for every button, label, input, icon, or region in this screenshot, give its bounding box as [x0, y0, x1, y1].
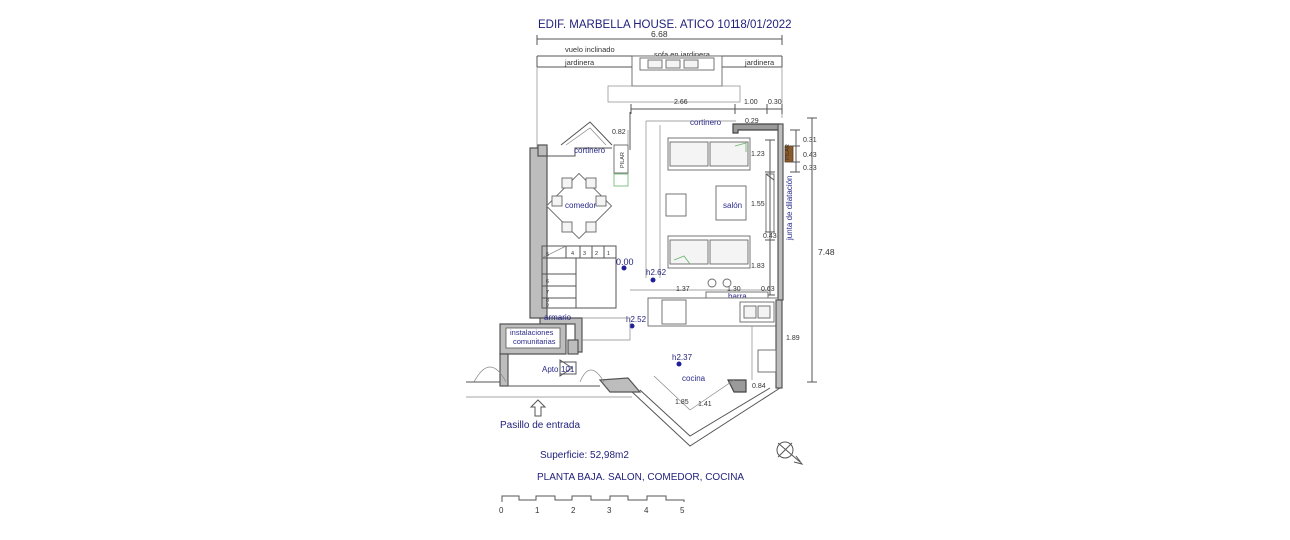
label-pilar-left: PILAR [620, 152, 626, 168]
label-level-0-00: 0.00 [616, 257, 634, 267]
dim-1-85: 1.85 [675, 399, 689, 406]
dim-0-84: 0.84 [752, 383, 766, 390]
north-arrow-icon [776, 441, 804, 465]
stair-step-1: 1 [607, 251, 610, 257]
dim-1-37: 1.37 [676, 286, 690, 293]
dim-0-33: 0.33 [803, 165, 817, 172]
plan-header-date: 18/01/2022 [734, 19, 792, 31]
label-h2-37: h2.37 [672, 353, 693, 362]
label-junta-de-dilatacion: junta de dilatación [785, 176, 794, 242]
surface-area: Superficie: 52,98m2 [540, 450, 629, 461]
level-marker-h2-37: h2.37 [672, 353, 693, 367]
right-dimensions: 0.31 0.43 0.33 7.48 junta de dilatación [785, 117, 835, 383]
label-barra: barra [728, 292, 747, 301]
label-pasillo: Pasillo de entrada [500, 420, 580, 431]
label-comedor: comedor [565, 201, 596, 210]
scale-tick-4: 4 [644, 506, 649, 515]
scale-bar: 0 1 2 3 4 5 [499, 495, 685, 515]
label-jardinera-right: jardinera [744, 58, 775, 67]
label-h2-62: h2.62 [646, 268, 667, 277]
sofa-top [667, 137, 751, 171]
dim-0-31: 0.31 [803, 137, 817, 144]
stair-step-8: 8 [546, 298, 549, 304]
dim-0-30: 0.30 [768, 99, 782, 106]
plan-title: PLANTA BAJA. SALON, COMEDOR, COCINA [537, 472, 744, 483]
dim-0-82: 0.82 [612, 129, 626, 136]
label-sofa-en-jardinera: sofa en jardinera [654, 50, 711, 59]
dim-0-63: 0.63 [761, 286, 775, 293]
level-marker-0-00: 0.00 [616, 257, 634, 271]
entrance [466, 353, 632, 398]
scale-tick-5: 5 [680, 506, 685, 515]
label-h2-52: h2.52 [626, 315, 647, 324]
level-marker-h2-62: h2.62 [646, 268, 667, 283]
label-armario: armario [544, 313, 572, 322]
left-wall [529, 144, 548, 319]
stair-step-3: 3 [583, 251, 586, 257]
stair-step-7: 7 [546, 290, 549, 296]
pillar-left [613, 144, 629, 174]
dim-overall-width: 6.68 [651, 29, 668, 39]
label-cortinero-left: cortinero [574, 146, 606, 155]
instalaciones-comunitarias: instalaciones comunitarias [499, 323, 567, 355]
dim-1-41: 1.41 [698, 401, 712, 408]
kitchen-counter [647, 297, 783, 389]
scale-tick-1: 1 [535, 506, 540, 515]
dim-2-66: 2.66 [674, 99, 688, 106]
top-dimensions: 2.66 1.00 0.30 0.29 0.82 [612, 99, 783, 136]
plan-header-title: EDIF. MARBELLA HOUSE. ATICO 101. [538, 19, 740, 31]
overall-width-dimension: 6.68 [536, 29, 783, 45]
entrance-arrow-icon [529, 399, 547, 417]
dining-table [545, 172, 613, 240]
coffee-table [665, 185, 747, 221]
label-apto-number: 101 [561, 365, 575, 374]
label-salon: salón [723, 201, 742, 210]
label-apto: Apto [542, 365, 559, 374]
dim-1-55: 1.55 [751, 201, 765, 208]
sofa-bottom [667, 235, 751, 269]
label-pilar-right: PILAR [785, 144, 791, 160]
label-vuelo-inclinado: vuelo inclinado [565, 45, 615, 54]
dim-1-89: 1.89 [786, 335, 800, 342]
stair-step-9: 9 [546, 303, 549, 309]
label-instalaciones-2: comunitarias [513, 337, 556, 346]
dim-1-00: 1.00 [744, 99, 758, 106]
dim-1-23: 1.23 [751, 151, 765, 158]
stair-step-5: 5 [546, 252, 549, 258]
stair-step-2: 2 [595, 251, 598, 257]
level-marker-h2-52: h2.52 [626, 315, 647, 329]
dim-1-30: 1.30 [727, 286, 741, 293]
stair-step-4: 4 [571, 251, 574, 257]
label-instalaciones-1: instalaciones [510, 328, 554, 337]
stair-step-6: 6 [546, 279, 549, 285]
dim-0-29: 0.29 [745, 118, 759, 125]
dim-0-43-top: 0.43 [803, 152, 817, 159]
scale-tick-3: 3 [607, 506, 612, 515]
planter-sofa [631, 55, 723, 87]
kitchen-angled-walls [598, 375, 781, 447]
dim-overall-height: 7.48 [818, 247, 835, 257]
scale-tick-0: 0 [499, 506, 504, 515]
label-cocina: cocina [682, 374, 706, 383]
label-cortinero-top: cortinero [690, 118, 722, 127]
label-jardinera-left: jardinera [564, 58, 595, 67]
dim-0-43-mid: 0.43 [763, 233, 777, 240]
scale-tick-2: 2 [571, 506, 576, 515]
dim-1-83: 1.83 [751, 263, 765, 270]
bar-stools [707, 278, 732, 288]
staircase: 5 4 3 2 1 6 7 8 9 [541, 245, 617, 309]
